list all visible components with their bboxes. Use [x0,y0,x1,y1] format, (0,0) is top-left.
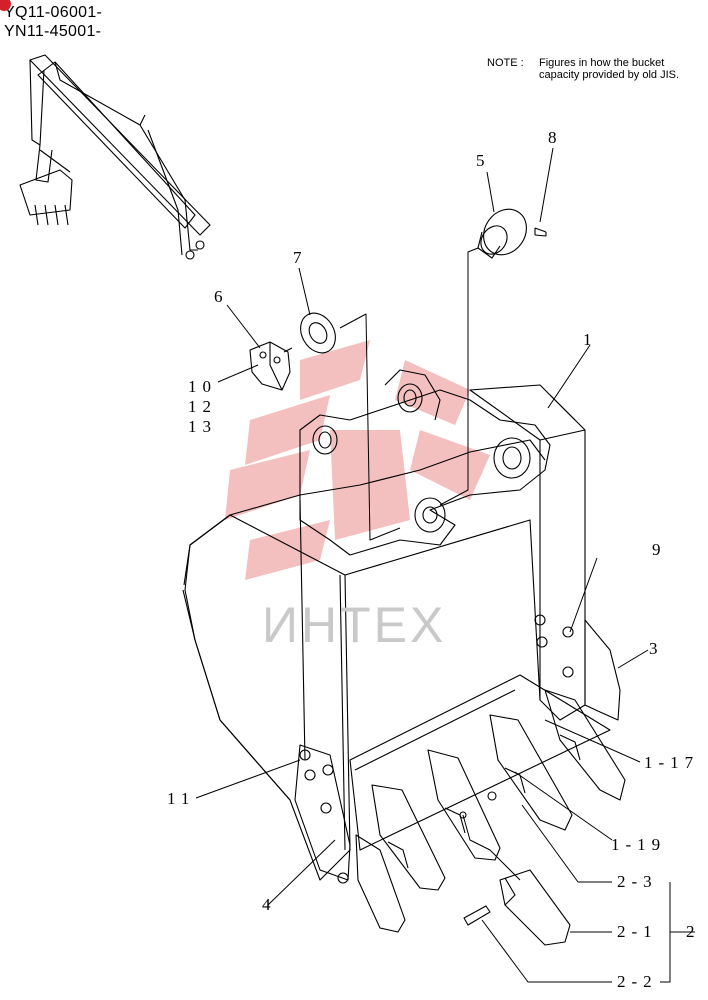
callout-1-19: 1-19 [611,835,667,854]
callout-4: 4 [262,895,277,914]
callout-11: 11 [167,789,196,808]
callout-9: 9 [652,540,667,559]
part-7-shim [300,312,336,354]
watermark-logo [225,340,490,580]
callout-7: 7 [293,248,308,267]
callout-1-17: 1-17 [644,753,700,772]
callout-13: 13 [188,417,217,436]
note-line-2: capacity provided by old JIS. [539,69,680,81]
bucket-body [182,369,611,881]
part-6-stopper [249,341,293,391]
serial-text-1: YQ11-06001- [4,4,103,21]
status-badge [0,0,11,11]
callout-10: 10 [188,377,217,396]
callout-2-3: 2-3 [617,872,658,891]
callout-2-1: 2-1 [617,922,658,941]
callout-1: 1 [583,330,598,349]
part-3-side-cutter [584,619,621,721]
excavator-thumbnail [19,54,211,260]
callout-8: 8 [548,128,563,147]
callout-6: 6 [214,287,229,306]
note-label: NOTE : [487,57,524,69]
callout-12: 12 [188,397,217,416]
note-block: NOTE : Figures in how the bucket capacity… [487,57,679,81]
bucket-teeth [355,689,626,933]
part-8-pin [534,227,547,237]
part-2-tooth-exploded [459,791,571,946]
part-4-side-cutter [294,744,351,884]
callout-2-2: 2-2 [617,972,658,991]
part-5-flanged-bushing [477,208,527,259]
note-line-1: Figures in how the bucket [539,57,665,69]
callout-3: 3 [649,639,664,658]
leader-lines [195,147,695,983]
serial-number-range-2: YN11-45001- [4,23,101,41]
watermark-text: ИНТЕХ [262,597,447,653]
serial-text-2: YN11-45001- [4,23,102,40]
part-9-bolts [534,614,574,678]
serial-number-range-1: YQ11-06001- [0,0,103,22]
callout-5: 5 [476,151,491,170]
callout-2: 2 [686,922,701,941]
